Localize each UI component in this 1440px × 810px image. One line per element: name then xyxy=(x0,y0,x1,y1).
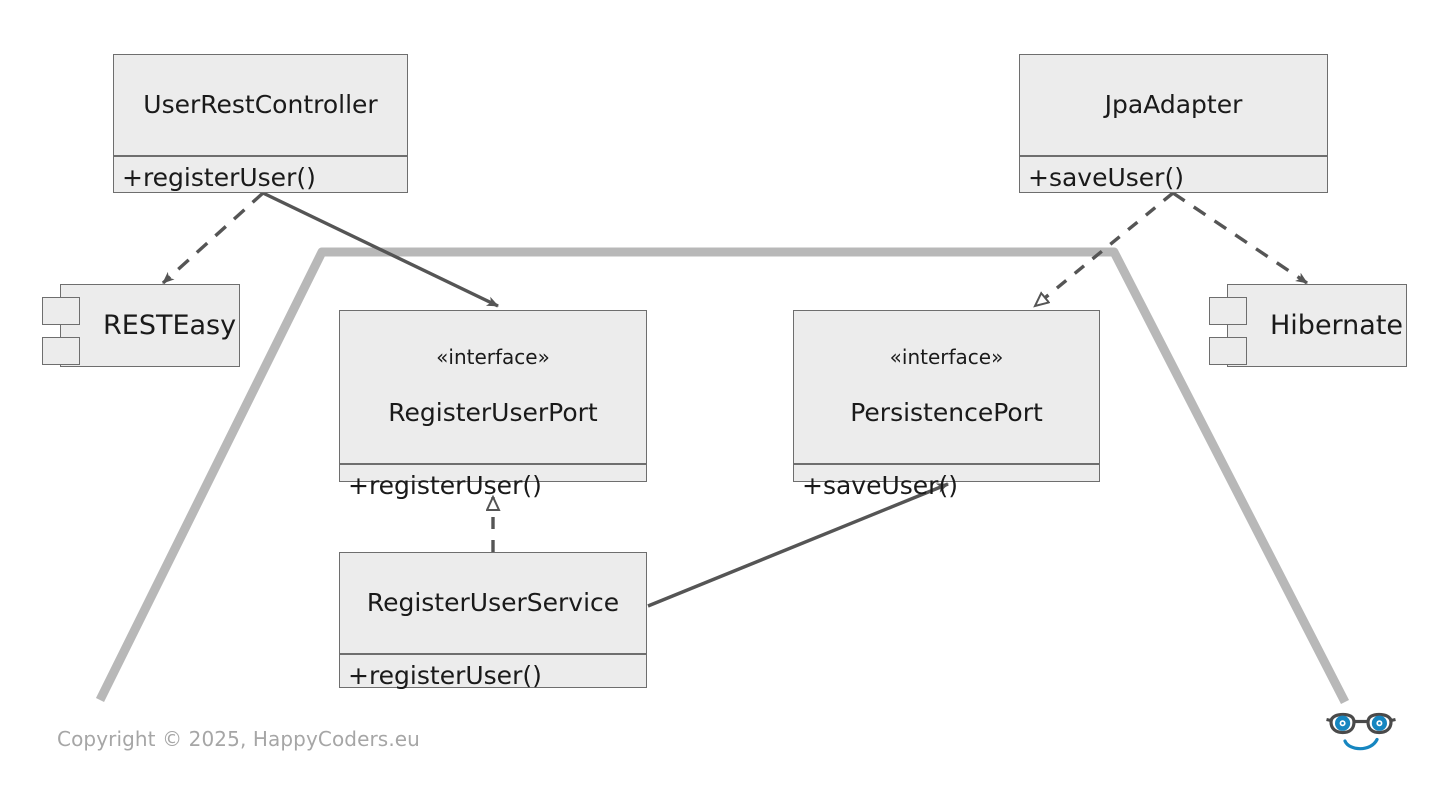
relation-registeruserservice-persistenceport xyxy=(647,482,949,608)
class-name: JpaAdapter xyxy=(1104,89,1243,119)
relation-jpaadapter-persistenceport xyxy=(1035,191,1175,306)
class-jpa-adapter[interactable]: JpaAdapter +saveUser() xyxy=(1019,54,1328,193)
relation-userrestcontroller-resteasy xyxy=(161,191,265,285)
component-tab-lower-icon xyxy=(1209,337,1247,365)
interface-name: PersistencePort xyxy=(850,398,1043,427)
class-attributes-compartment xyxy=(114,155,407,157)
class-operation: +registerUser() xyxy=(348,660,542,690)
class-attributes-compartment xyxy=(340,464,646,465)
class-operation: +registerUser() xyxy=(122,162,316,192)
relation-jpaadapter-hibernate xyxy=(1172,191,1308,285)
interface-name: RegisterUserPort xyxy=(388,398,598,427)
smile-icon xyxy=(1343,737,1379,751)
component-label: Hibernate xyxy=(1270,310,1404,341)
component-tab-lower-icon xyxy=(42,337,80,365)
component-resteasy[interactable]: RESTEasy xyxy=(42,284,240,367)
class-name: RegisterUserService xyxy=(366,587,620,617)
component-label: RESTEasy xyxy=(103,310,237,341)
glasses-icon xyxy=(1326,712,1396,735)
class-register-user-service[interactable]: RegisterUserService +registerUser() xyxy=(339,552,647,690)
eyes-icon xyxy=(1335,715,1387,731)
component-tab-upper-icon xyxy=(42,297,80,325)
class-user-rest-controller[interactable]: UserRestController +registerUser() xyxy=(113,54,408,193)
interface-header: «interface» RegisterUserPort xyxy=(340,311,646,464)
class-name: UserRestController xyxy=(143,89,378,119)
stereotype-label: «interface» xyxy=(889,344,1004,369)
interface-register-user-port[interactable]: «interface» RegisterUserPort +registerUs… xyxy=(339,310,647,500)
interface-persistence-port[interactable]: «interface» PersistencePort +saveUser() xyxy=(793,310,1100,500)
copyright-text: Copyright © 2025, HappyCoders.eu xyxy=(57,727,420,751)
stereotype-label: «interface» xyxy=(436,344,550,369)
interface-header: «interface» PersistencePort xyxy=(794,311,1099,464)
class-header: JpaAdapter xyxy=(1020,55,1327,156)
class-operation: +saveUser() xyxy=(802,471,958,500)
hexagon-boundary xyxy=(95,247,1350,705)
component-hibernate[interactable]: Hibernate xyxy=(1209,284,1407,367)
component-tab-upper-icon xyxy=(1209,297,1247,325)
class-attributes-compartment xyxy=(794,464,1099,465)
class-header: UserRestController xyxy=(114,55,407,156)
class-attributes-compartment xyxy=(340,653,646,655)
happycoders-logo xyxy=(1326,712,1396,751)
class-attributes-compartment xyxy=(1020,155,1327,157)
class-header: RegisterUserService xyxy=(340,553,646,654)
class-operation: +saveUser() xyxy=(1028,162,1184,192)
relation-userrestcontroller-registeruserport xyxy=(262,191,499,308)
class-operation: +registerUser() xyxy=(348,471,542,500)
